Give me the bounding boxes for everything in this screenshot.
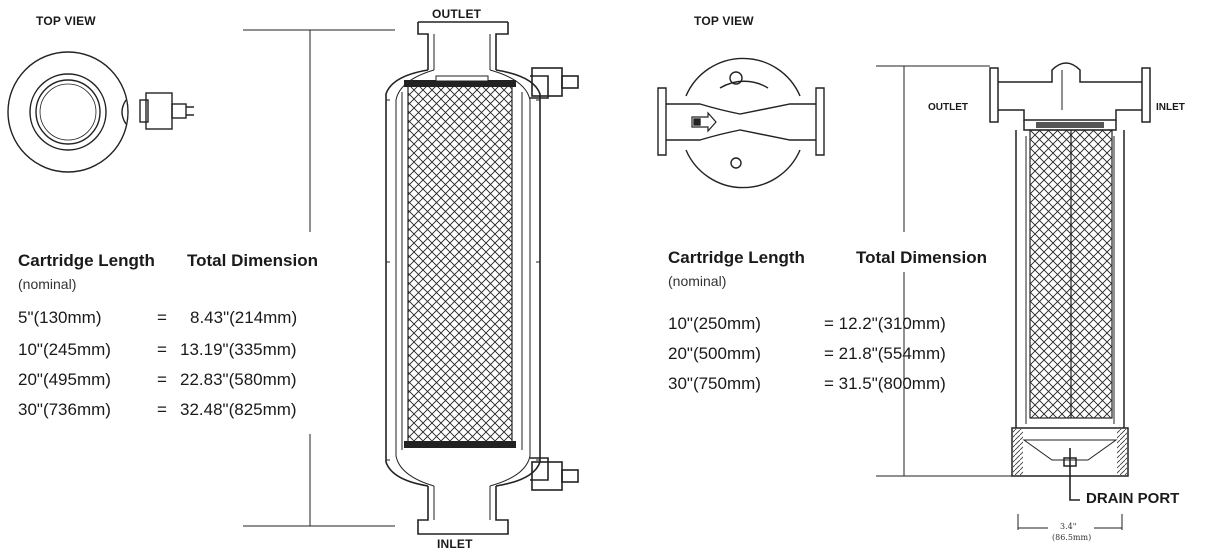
left-row-2-eq: =	[157, 340, 167, 359]
right-outlet-label: OUTLET	[928, 102, 968, 113]
drain-port-label: DRAIN PORT	[1086, 490, 1180, 507]
left-top-view-drawing	[7, 51, 194, 173]
left-top-cap-plate	[435, 75, 489, 82]
right-dimension-line	[876, 65, 1020, 477]
right-bottom-base-hatch-r	[1117, 429, 1127, 475]
right-bottom-base-hatch	[1013, 429, 1023, 475]
left-header-cartridge: Cartridge Length	[18, 251, 155, 270]
right-row-3-total: = 31.5"(800mm)	[824, 374, 946, 393]
right-width-dimension	[1017, 514, 1123, 530]
left-top-endcap	[404, 80, 516, 87]
left-header-total: Total Dimension	[187, 251, 318, 270]
left-row-3-eq: =	[157, 370, 167, 389]
left-row-1-eq: =	[157, 308, 167, 327]
right-row-2-total: = 21.8"(554mm)	[824, 344, 946, 363]
left-top-view-label: TOP VIEW	[36, 14, 96, 28]
left-inlet-label: INLET	[437, 537, 473, 551]
right-row-1-cartridge: 10"(250mm)	[668, 314, 761, 333]
right-nominal: (nominal)	[668, 273, 727, 289]
right-row-2-cartridge: 20"(500mm)	[668, 344, 761, 363]
left-row-4-cartridge: 30"(736mm)	[18, 400, 111, 419]
left-housing-drawing	[385, 21, 579, 535]
right-header-cartridge: Cartridge Length	[668, 248, 805, 267]
left-row-1-cartridge: 5"(130mm)	[18, 308, 102, 327]
right-housing-drawing	[989, 62, 1151, 501]
left-cartridge-mesh	[407, 85, 513, 443]
left-row-4-total: 32.48"(825mm)	[180, 400, 297, 419]
left-nominal: (nominal)	[18, 276, 77, 292]
left-row-3-cartridge: 20"(495mm)	[18, 370, 111, 389]
right-top-view-label: TOP VIEW	[694, 14, 754, 28]
left-row-4-eq: =	[157, 400, 167, 419]
right-row-1-total: = 12.2"(310mm)	[824, 314, 946, 333]
left-dimension-line	[243, 29, 395, 527]
width-mm-label: (86.5mm)	[1052, 533, 1092, 542]
left-row-1-total: 8.43"(214mm)	[190, 308, 298, 327]
right-inlet-label: INLET	[1156, 102, 1185, 113]
right-top-collar	[1036, 122, 1104, 128]
left-row-3-total: 22.83"(580mm)	[180, 370, 297, 389]
left-row-2-total: 13.19"(335mm)	[180, 340, 297, 359]
width-inches-label: 3.4"	[1060, 522, 1077, 531]
right-top-view-drawing	[657, 57, 825, 189]
right-header-total: Total Dimension	[856, 248, 987, 267]
left-bottom-endcap	[404, 441, 516, 448]
right-row-3-cartridge: 30"(750mm)	[668, 374, 761, 393]
left-outlet-label: OUTLET	[432, 7, 482, 21]
left-row-2-cartridge: 10"(245mm)	[18, 340, 111, 359]
